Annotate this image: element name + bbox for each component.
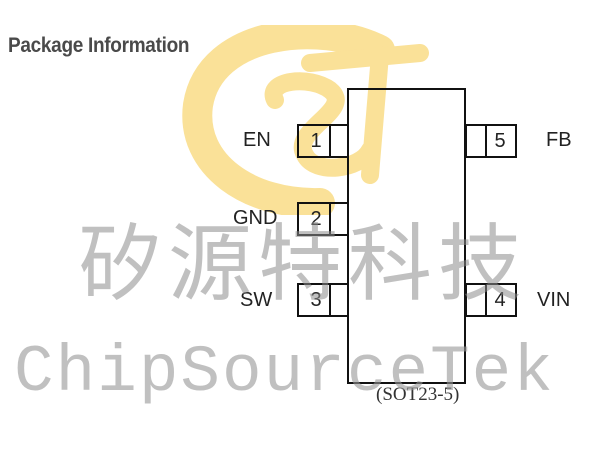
pin-number: 3 [310,288,322,311]
pin-number: 4 [494,288,506,311]
pin-divider [485,124,487,158]
cst-logo-icon [182,25,429,215]
watermark-english: ChipSourceTek [14,335,555,410]
pin-1: 1 [297,124,349,158]
package-body [347,88,466,384]
pin-divider [329,124,331,158]
pin-label-gnd: GND [233,207,278,229]
package-name: (SOT23-5) [376,384,460,405]
pin-label-vin: VIN [537,289,571,311]
pin-number: 5 [494,129,506,152]
section-title: Package Information [8,34,190,58]
pin-number: 2 [310,207,322,230]
pin-4: 4 [465,283,517,317]
pin-2: 2 [297,202,349,236]
pin-number: 1 [310,129,322,152]
watermark-chinese: 矽源特科技 [78,215,529,313]
pin-label-en: EN [243,129,271,151]
pin-5: 5 [465,124,517,158]
pin-label-fb: FB [546,129,572,151]
pin-divider [329,283,331,317]
pin-divider [329,202,331,236]
pin-label-sw: SW [240,289,273,311]
pin-divider [485,283,487,317]
pin-3: 3 [297,283,349,317]
